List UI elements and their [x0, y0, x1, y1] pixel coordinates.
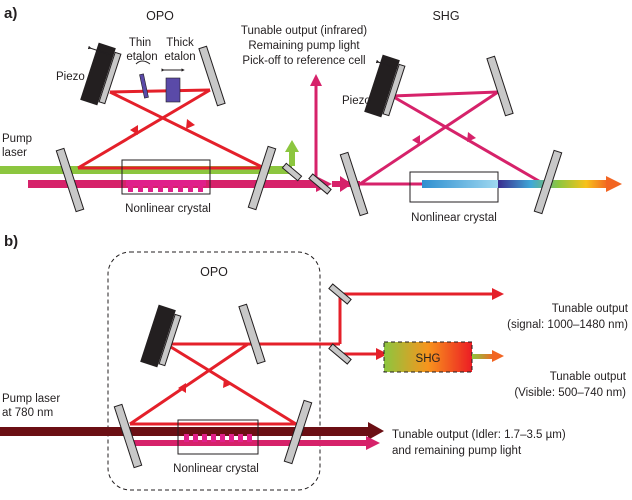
output-label-a-1: Tunable output (infrared) — [241, 25, 367, 37]
visible-output-arrowhead-b — [492, 350, 504, 362]
nonlinear-crystal-b — [177, 419, 259, 455]
pump-beam-dark-arrowhead — [368, 422, 384, 440]
crystal-label-a: Nonlinear crystal — [125, 203, 211, 215]
thick-etalon-label-2: etalon — [164, 51, 195, 63]
visible-label-2: (Visible: 500–740 nm) — [514, 387, 626, 399]
visible-output-arrowhead-a — [606, 176, 622, 192]
thin-etalon-label-1: Thin — [129, 37, 151, 49]
shg-cavity-arrow-1 — [467, 132, 476, 142]
shg-box-b — [383, 341, 473, 373]
pump-label-a-2: laser — [2, 147, 27, 159]
shg-box-label: SHG — [416, 353, 441, 365]
piezo-actuator-shg — [364, 54, 400, 118]
opo-title-b: OPO — [200, 265, 228, 279]
shg-mirrors — [339, 55, 563, 217]
output-label-a-3: Pick-off to reference cell — [242, 55, 365, 67]
crystal-pattern-a — [126, 180, 206, 192]
signal-label-2: (signal: 1000–1480 nm) — [507, 319, 628, 331]
opo-title-a: OPO — [146, 9, 174, 23]
piezo-label-shg: Piezo — [342, 95, 371, 107]
thin-etalon — [139, 73, 149, 99]
thin-etalon-rotate-arrow — [135, 60, 151, 65]
cavity-arrow-1 — [186, 119, 195, 129]
piezo-motion-arrow-shg — [375, 59, 398, 70]
cavity-arrow-2 — [130, 125, 138, 135]
thick-etalon — [165, 77, 181, 103]
thin-etalon-label-2: etalon — [126, 51, 157, 63]
panel-a-label: a) — [4, 5, 17, 22]
output-label-a-2: Remaining pump light — [248, 40, 360, 52]
idler-label-1: Tunable output (Idler: 1.7–3.5 µm) — [392, 429, 566, 441]
idler-beam-b — [128, 440, 368, 446]
piezo-mirror-a — [98, 51, 122, 105]
idler-label-2: and remaining pump light — [392, 445, 522, 457]
visible-label-1: Tunable output — [550, 371, 627, 383]
panel-a: a) OPO SHG Nonlinear — [0, 5, 622, 224]
panel-b: b) OPO SHG — [0, 233, 629, 491]
crystal-pattern-b — [184, 434, 252, 442]
shg-crystal-fill — [422, 180, 498, 188]
thick-etalon-label-1: Thick — [166, 37, 194, 49]
piezo-label-a: Piezo — [56, 71, 85, 83]
crystal-label-b: Nonlinear crystal — [173, 463, 259, 475]
pump-beam-green — [0, 166, 292, 174]
visible-output-beam-b — [472, 354, 494, 359]
shg-cavity-arrow-2 — [412, 135, 420, 145]
signal-output-arrowhead — [492, 288, 504, 300]
piezo-motion-arrow-a — [87, 45, 110, 56]
nonlinear-crystal-a — [121, 159, 211, 195]
panel-b-label: b) — [4, 233, 18, 250]
shg-title-a: SHG — [432, 9, 459, 23]
opo-cavity-beams — [77, 88, 265, 170]
opo-mirrors-a — [55, 45, 332, 213]
crystal-label-shg: Nonlinear crystal — [411, 212, 497, 224]
pump-beam-dark — [0, 427, 370, 436]
cavity-arrow-b-1 — [223, 378, 232, 388]
beam-into-shg-b-arrowhead — [376, 348, 388, 360]
pickoff-up-arrowhead — [310, 74, 322, 86]
beam-into-shg-arrowhead — [340, 176, 352, 192]
cavity-arrow-b-2 — [178, 383, 186, 393]
piezo-actuator-b — [140, 304, 176, 368]
idler-arrowhead-b — [366, 436, 380, 450]
visible-output-beam-a — [498, 180, 608, 188]
piezo-mirror-shg — [382, 63, 406, 117]
pump-label-b-1: Pump laser — [2, 393, 60, 405]
piezo-actuator-a — [80, 42, 116, 106]
pump-label-a-1: Pump — [2, 133, 32, 145]
pump-pickoff-arrowhead — [285, 140, 299, 152]
signal-label-1: Tunable output — [552, 303, 629, 315]
piezo-mirror-b — [158, 313, 182, 367]
opo-mirrors-b — [113, 283, 352, 469]
opo-enclosure-b — [107, 251, 321, 491]
pump-label-b-2: at 780 nm — [2, 407, 53, 419]
